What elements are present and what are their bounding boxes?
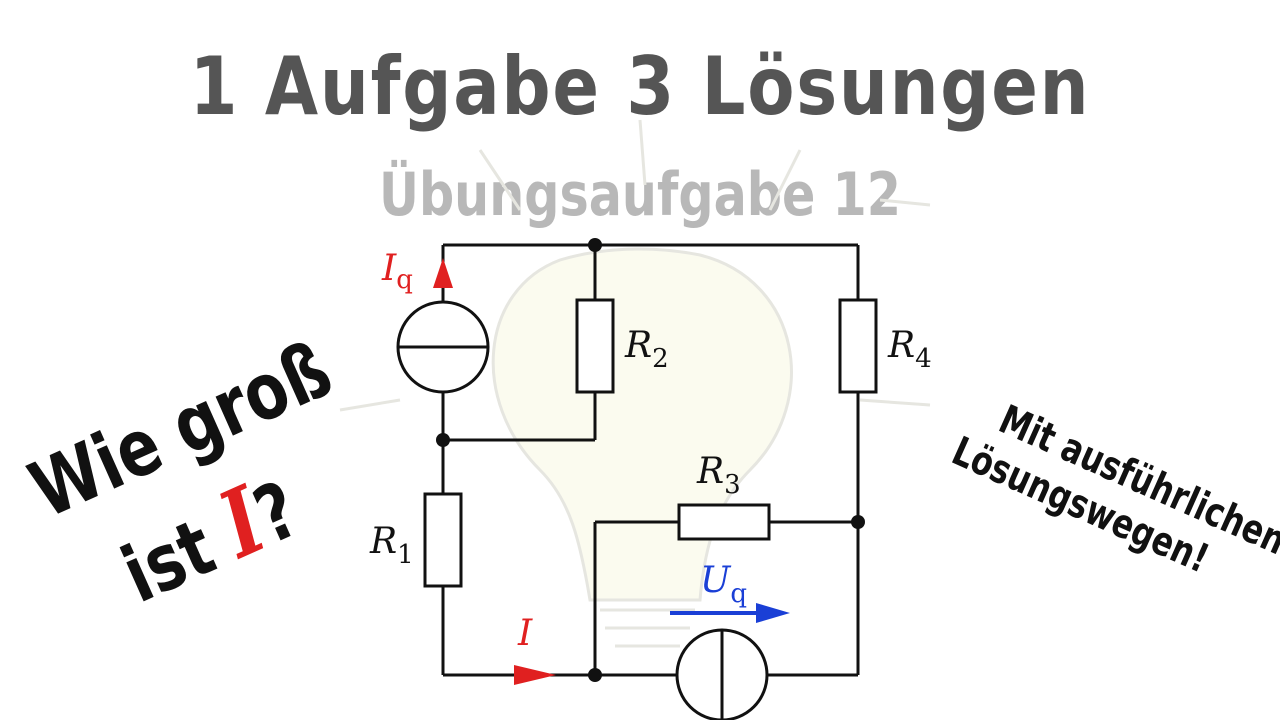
iq-arrow <box>433 258 453 288</box>
uq-arrow <box>670 603 790 623</box>
node-right <box>851 515 865 529</box>
node-left <box>436 433 450 447</box>
resistor-r1 <box>423 492 463 588</box>
label-r4: R4 <box>887 325 932 374</box>
node-top <box>588 238 602 252</box>
label-r3: R3 <box>696 451 741 500</box>
label-i: I <box>517 613 533 654</box>
node-bottom <box>588 668 602 682</box>
label-r2: R2 <box>624 325 669 374</box>
label-uq: Uq <box>700 560 747 609</box>
resistor-r2 <box>575 298 615 394</box>
label-r1: R1 <box>369 521 414 570</box>
label-iq: Iq <box>381 248 413 295</box>
resistor-r3 <box>677 503 771 541</box>
resistor-r4 <box>838 298 878 394</box>
i-arrow <box>514 665 556 685</box>
page-subtitle: Übungsaufgabe 12 <box>379 160 901 230</box>
page-title: 1 Aufgabe 3 Lösungen <box>189 40 1091 133</box>
